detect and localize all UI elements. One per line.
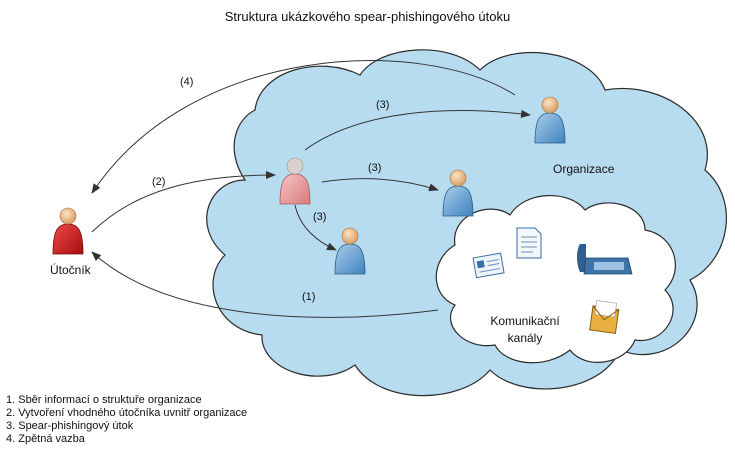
arrow-3-mid	[321, 178, 439, 192]
legend-item: 4. Zpětná vazba	[6, 433, 85, 445]
arrow-3-top	[304, 109, 531, 151]
compromised-person-icon	[279, 157, 311, 205]
legend-item: 2. Vytvoření vhodného útočníka uvnitř or…	[6, 407, 248, 419]
arrow-1-label: (1)	[302, 291, 316, 303]
employee-lower-icon	[334, 227, 366, 275]
diagram-title: Struktura ukázkového spear-phishingového…	[224, 9, 511, 24]
legend-item: 1. Sběr informací o struktuře organizace	[6, 394, 202, 406]
arrow-3-low-label: (3)	[313, 211, 327, 223]
arrow-3-mid-label: (3)	[368, 162, 382, 174]
legend: 1. Sběr informací o struktuře organizace…	[6, 394, 247, 446]
organization-label: Organizace	[553, 162, 615, 176]
legend-item: 3. Spear-phishingový útok	[6, 420, 134, 432]
employee-top-icon	[534, 96, 566, 144]
channels-label-line1: Komunikační	[490, 314, 560, 328]
attacker-label: Útočník	[50, 263, 91, 277]
envelope-icon	[589, 300, 620, 334]
channels-label-line2: kanály	[507, 331, 543, 345]
arrow-2-label: (2)	[152, 176, 166, 188]
arrow-1	[91, 251, 439, 318]
arrow-3-low	[294, 204, 337, 251]
document-icon	[516, 227, 542, 259]
arrow-3-top-label: (3)	[376, 99, 390, 111]
employee-middle-icon	[442, 169, 474, 217]
arrow-4	[91, 60, 516, 194]
arrow-2	[91, 171, 276, 233]
business-card-icon	[472, 252, 505, 279]
telephone-icon	[577, 244, 633, 275]
arrow-4-label: (4)	[180, 76, 194, 88]
attacker-person-icon	[52, 207, 84, 255]
